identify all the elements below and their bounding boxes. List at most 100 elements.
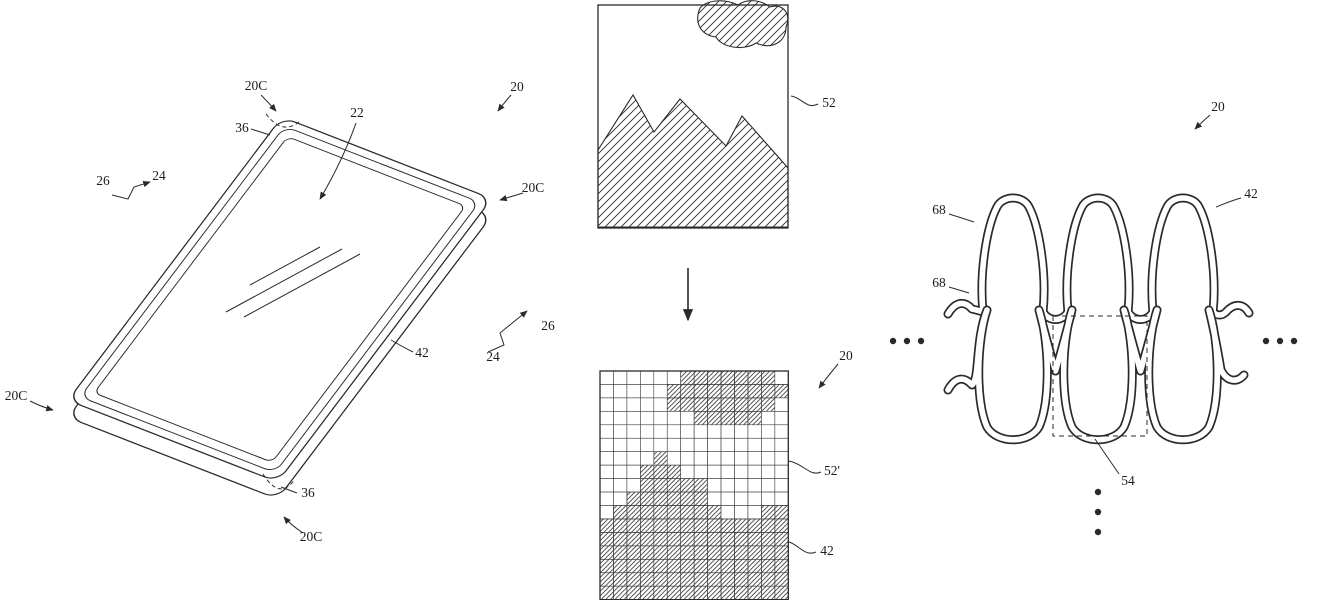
pixel-cell <box>653 397 668 412</box>
pixel-cell <box>720 384 735 399</box>
leader-68-lower <box>948 286 970 294</box>
device-bezel-edge <box>84 128 476 470</box>
pixel-cell <box>774 532 789 547</box>
pixel-cell <box>599 451 614 466</box>
pixel-cell <box>640 464 655 479</box>
pixel-cell <box>613 370 628 385</box>
ref-22: 22 <box>350 105 364 120</box>
pixel-cell <box>720 491 735 506</box>
yarn-lower-outline <box>943 305 1249 445</box>
pixel-cell <box>613 558 628 574</box>
ref-36-top: 36 <box>235 120 249 135</box>
pixel-cell <box>666 532 681 547</box>
leader-20-mid <box>818 363 839 389</box>
pixel-cell <box>693 572 708 587</box>
pixel-cell <box>774 491 789 506</box>
pixel-cell <box>626 411 641 426</box>
figure-image-conversion: 52 20 52' 42 <box>597 0 853 600</box>
pixel-cell <box>666 545 681 560</box>
pixel-cell <box>640 491 655 506</box>
pixel-cell <box>613 384 628 399</box>
ref-68-lower: 68 <box>932 275 946 290</box>
pixel-cell <box>666 451 681 466</box>
pixel-cell <box>640 572 655 587</box>
ref-52p: 52' <box>824 463 840 478</box>
pixel-cell <box>666 424 681 439</box>
pixel-cell <box>693 424 708 439</box>
pixel-cell <box>720 437 735 452</box>
pixel-cell <box>761 370 776 385</box>
pixel-cell <box>653 464 668 479</box>
pixel-cell <box>613 572 628 587</box>
pixel-cell <box>680 545 695 560</box>
pixel-cell <box>599 558 614 574</box>
device-topface <box>73 120 487 479</box>
pixel-cell <box>761 424 776 439</box>
pixel-cell <box>599 532 614 547</box>
leader-68-upper <box>948 213 975 223</box>
pixel-cell <box>761 532 776 547</box>
pixel-cell <box>680 424 695 439</box>
pixel-cell <box>720 370 735 385</box>
pixel-cell <box>747 558 762 574</box>
pixel-cell <box>613 411 628 426</box>
pixel-cell <box>680 451 695 466</box>
leader-52 <box>790 95 819 106</box>
pixel-cell <box>761 411 776 426</box>
pixel-cell <box>626 451 641 466</box>
pixel-cell <box>693 411 708 426</box>
pixel-cell <box>666 558 681 574</box>
pixel-cell <box>599 464 614 479</box>
ref-26-left: 26 <box>96 173 110 188</box>
cloud-shape <box>697 0 789 49</box>
leader-20c-top <box>260 94 277 112</box>
axis-arrow-right <box>487 310 528 353</box>
pixel-cell <box>626 545 641 560</box>
pixel-cell <box>613 545 628 560</box>
yarn-course-upper <box>943 193 1254 324</box>
pixel-cell <box>626 384 641 399</box>
ellipsis-left <box>889 337 925 345</box>
pixel-cell <box>747 464 762 479</box>
pixel-cell <box>693 451 708 466</box>
pixel-cell <box>774 424 789 439</box>
pixel-cell <box>747 518 762 533</box>
ref-20c-top: 20C <box>245 78 268 93</box>
pixel-cell <box>599 545 614 560</box>
pixel-cell <box>599 397 614 412</box>
pixel-cell <box>734 545 749 560</box>
hidden-corner-bottom <box>262 473 296 490</box>
pixel-cell <box>640 451 655 466</box>
pixel-cell <box>680 411 695 426</box>
pixel-cell <box>693 545 708 560</box>
leader-20 <box>497 94 512 112</box>
pixel-cell <box>761 558 776 574</box>
pixel-cell <box>599 505 614 520</box>
pixel-cell <box>720 424 735 439</box>
leader-42-mid <box>788 541 817 554</box>
pixel-cell <box>707 545 722 560</box>
pixel-cell <box>613 451 628 466</box>
pixel-cell <box>599 437 614 452</box>
leader-20c-bottom-left <box>29 400 54 412</box>
glare-line <box>225 248 343 313</box>
pixel-cell <box>680 532 695 547</box>
device-outer-edge <box>73 120 487 479</box>
yarn-upper-core <box>945 195 1252 323</box>
pixel-cell <box>680 491 695 506</box>
pixel-cell <box>734 491 749 506</box>
mountains-shape <box>597 93 789 228</box>
pixel-cell <box>653 478 668 493</box>
ref-26-right: 26 <box>541 318 555 333</box>
pixel-cell <box>707 397 722 412</box>
pixel-cell <box>774 585 789 600</box>
pixel-cell <box>640 558 655 574</box>
ref-20: 20 <box>510 79 524 94</box>
pixel-cell <box>734 424 749 439</box>
pixel-cell <box>613 505 628 520</box>
glare-line <box>243 253 361 318</box>
pixel-cell <box>693 384 708 399</box>
pixel-cell <box>613 532 628 547</box>
pixel-cell <box>747 505 762 520</box>
